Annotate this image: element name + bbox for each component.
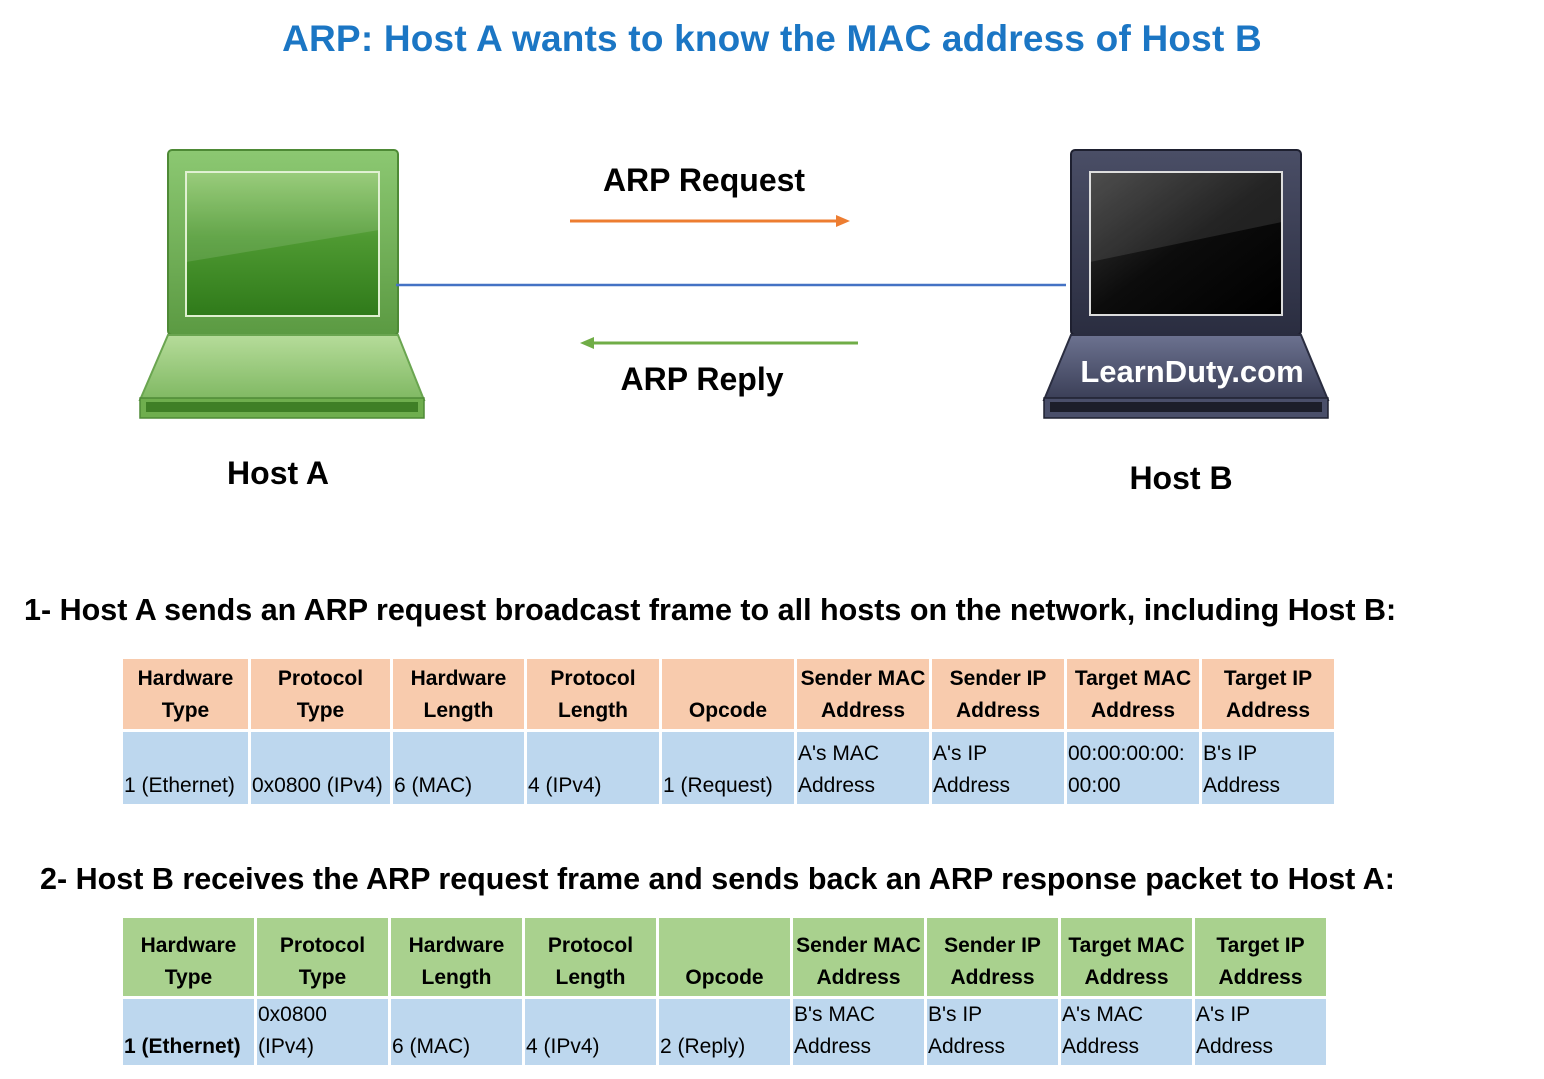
table-cell: 2 (Reply): [659, 999, 790, 1065]
arp-request-label: ARP Request: [602, 162, 806, 198]
host-a-laptop-icon: [138, 149, 426, 419]
watermark-text: LearnDuty.com: [1080, 354, 1304, 389]
table-row: 1 (Ethernet) 0x0800(IPv4) 6 (MAC) 4 (IPv…: [123, 999, 1326, 1065]
page-title: ARP: Host A wants to know the MAC addres…: [282, 18, 1262, 59]
host-b-laptop-icon: [1042, 149, 1330, 419]
table-cell: 00:00:00:00:00:00: [1067, 732, 1199, 804]
table-cell: 6 (MAC): [393, 732, 524, 804]
network-diagram: [138, 149, 1330, 419]
table-cell: 1 (Ethernet): [123, 999, 254, 1065]
step2-title: 2- Host B receives the ARP request frame…: [40, 862, 1395, 896]
table-cell: 1 (Ethernet): [123, 732, 248, 804]
table-header-cell: Opcode: [662, 659, 794, 729]
table-cell: 6 (MAC): [391, 999, 522, 1065]
table-cell: 0x0800 (IPv4): [251, 732, 390, 804]
table-row: 1 (Ethernet) 0x0800 (IPv4) 6 (MAC) 4 (IP…: [123, 732, 1334, 804]
table-cell: 1 (Request): [662, 732, 794, 804]
table-cell: 0x0800(IPv4): [257, 999, 388, 1065]
table-cell: 4 (IPv4): [527, 732, 659, 804]
arp-reply-arrow: [580, 337, 858, 349]
arp-reply-label: ARP Reply: [620, 361, 784, 397]
step1-title: 1- Host A sends an ARP request broadcast…: [24, 593, 1397, 627]
host-a-label: Host A: [227, 455, 329, 491]
arp-request-arrow: [570, 215, 850, 227]
host-b-label: Host B: [1129, 460, 1233, 496]
table-header-cell: Opcode: [659, 918, 790, 996]
table-cell: 4 (IPv4): [525, 999, 656, 1065]
